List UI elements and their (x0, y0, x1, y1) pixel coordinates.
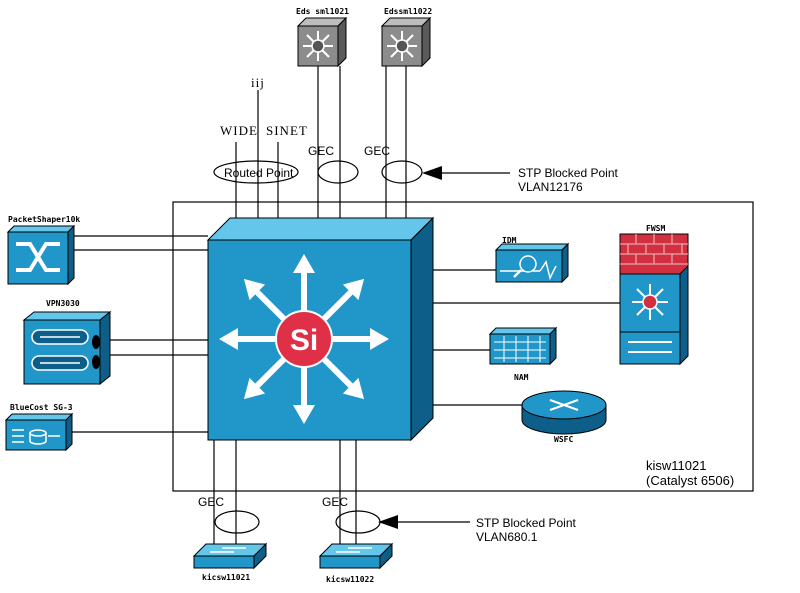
dist-switch-2-label: Edssml1022 (384, 7, 432, 16)
gec-ellipse-top-2 (381, 160, 423, 184)
nam-label: NAM (514, 373, 529, 382)
gec-bottom-2-label: GEC (322, 495, 348, 509)
stp-top-line2: VLAN12176 (518, 180, 583, 194)
core-model-label: (Catalyst 6506) (646, 473, 734, 488)
multilayer-switch-icon (632, 284, 668, 320)
access-switch-2-label: kicsw11022 (326, 574, 374, 584)
fwsm-label: FWSM (646, 224, 665, 233)
access-switch-2 (318, 542, 394, 570)
wsfc-router (521, 390, 607, 435)
access-switch-1 (192, 542, 268, 570)
arrow-left-icon (422, 166, 442, 180)
bluecoat-device (4, 412, 74, 452)
wide-label: WIDE (220, 123, 258, 138)
gec-top-1-label: GEC (308, 144, 334, 158)
multilayer-switch-icon (303, 31, 333, 61)
multilayer-switch-icon (219, 254, 389, 424)
gec-ellipse-top-1 (317, 160, 359, 184)
vpn-concentrator (22, 310, 112, 386)
idm-module (494, 242, 570, 284)
traffic-shaper-icon (16, 242, 60, 272)
routed-point-ellipse (213, 160, 299, 184)
stp-bottom-line1: STP Blocked Point (476, 516, 576, 530)
stp-top-line1: STP Blocked Point (518, 166, 618, 180)
core-logo: Si (290, 324, 318, 357)
sinet-label: SINET (266, 123, 308, 138)
arrow-left-icon (378, 515, 398, 529)
gec-bottom-1-label: GEC (198, 495, 224, 509)
gec-ellipse-bottom-2 (335, 510, 381, 534)
workgroup-switch-icon (210, 547, 246, 553)
stp-arrows (378, 166, 510, 529)
idm-label: IDM (502, 236, 517, 245)
cache-engine-icon (12, 429, 60, 445)
router-icon (549, 399, 579, 411)
gec-ellipse-bottom-1 (214, 510, 260, 534)
workgroup-switch-icon (336, 547, 372, 553)
packetshaper-label: PacketShaper10k (8, 215, 80, 224)
access-switch-1-label: kicsw11021 (202, 572, 250, 582)
gec-top-2-label: GEC (364, 144, 390, 158)
switch-arrows-icon (628, 341, 672, 353)
analyzer-icon (500, 255, 557, 281)
link-bundles (213, 160, 423, 534)
core-name-label: kisw11021 (646, 458, 706, 473)
nam-module (488, 326, 558, 366)
bluecoat-label: BlueCost SG-3 (10, 403, 73, 412)
vpn-concentrator-icon (31, 329, 100, 371)
distribution-switch-2 (380, 16, 432, 68)
fwsm-module (619, 233, 689, 366)
routed-point-label: Routed Point (224, 166, 294, 180)
chassis-boundary (172, 201, 754, 492)
dist-switch-1-label: Eds sml1021 (296, 7, 349, 16)
vpn-label: VPN3030 (46, 299, 80, 308)
firewall-module-icon (620, 234, 688, 265)
iij-label: iij (251, 75, 265, 90)
multilayer-switch-icon (387, 31, 417, 61)
core-switch: Si (206, 216, 435, 442)
analysis-module-icon (494, 336, 546, 362)
stp-bottom-line2: VLAN680.1 (476, 530, 538, 544)
connections (72, 66, 620, 548)
distribution-switch-1 (296, 16, 348, 68)
labels: Eds sml1021 Edssml1022 iij WIDE SINET Ro… (8, 7, 734, 584)
wsfc-label: WSFC (554, 435, 573, 444)
packetshaper-device (6, 224, 76, 286)
